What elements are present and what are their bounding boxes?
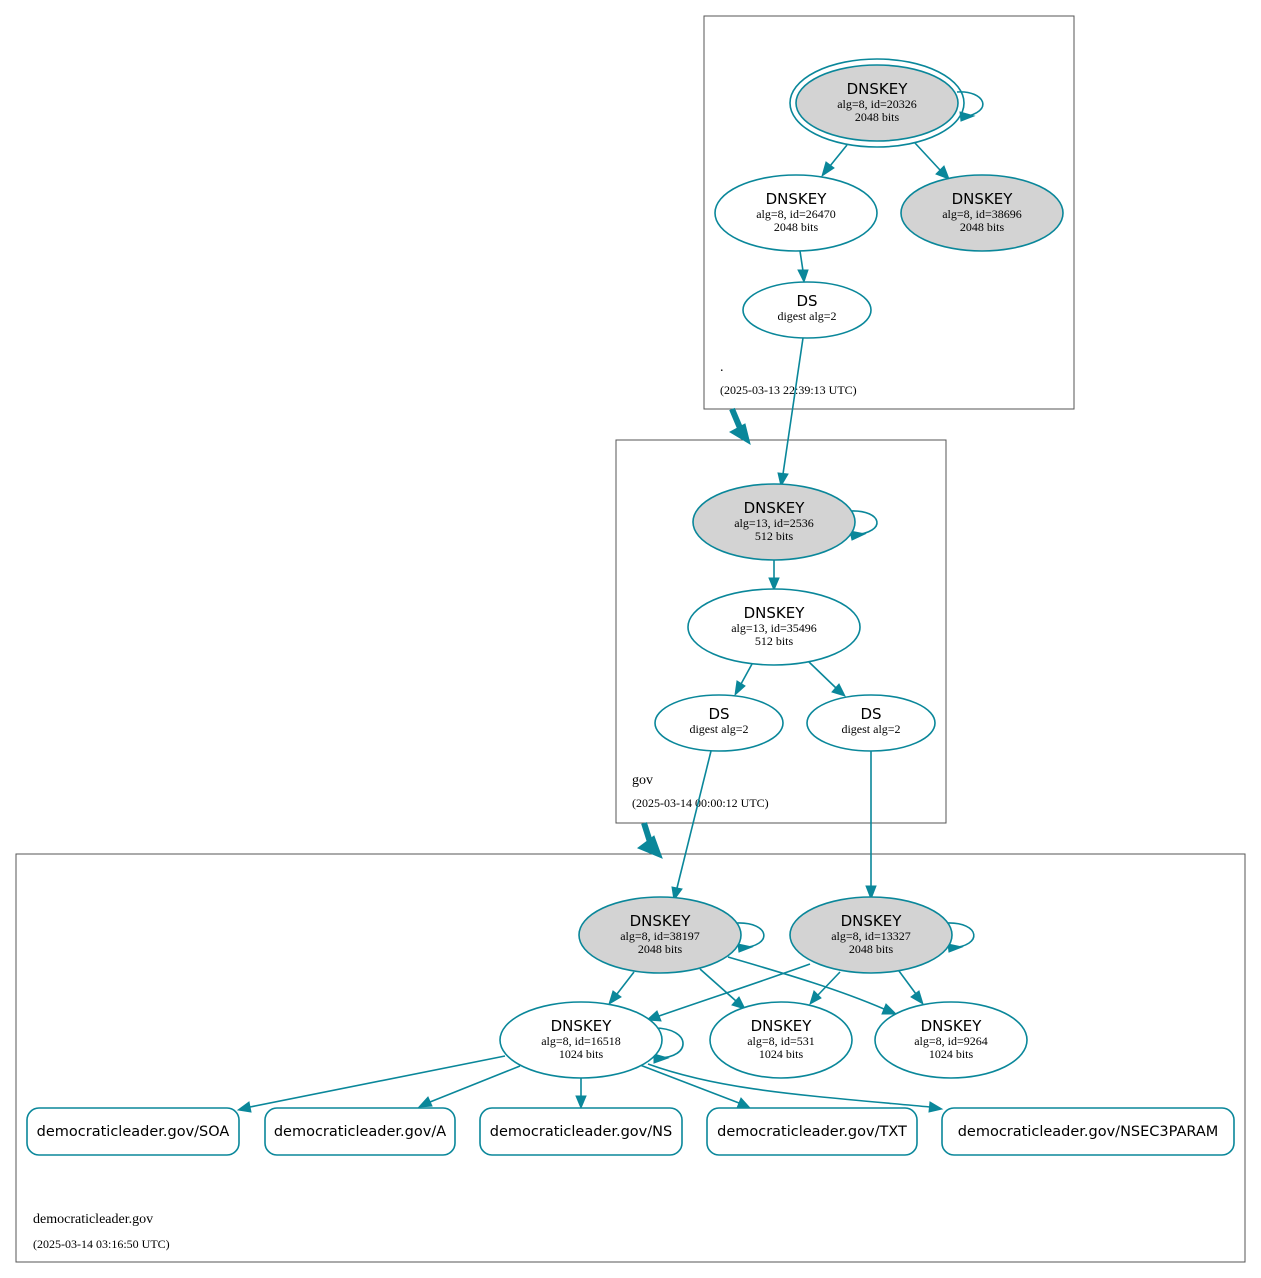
node-line1: digest alg=2 bbox=[689, 722, 748, 736]
record-label: democraticleader.gov/A bbox=[274, 1124, 446, 1140]
record-label: democraticleader.gov/SOA bbox=[37, 1124, 230, 1140]
record-nsec3param[interactable]: democraticleader.gov/NSEC3PARAM bbox=[941, 1107, 1235, 1156]
edge-dl-ksk2-to-zsk2 bbox=[809, 971, 841, 1006]
node-line1: alg=8, id=38197 bbox=[620, 929, 700, 943]
record-label: democraticleader.gov/NS bbox=[490, 1124, 672, 1140]
edge-gov-ds2-to-dl-ksk2 bbox=[865, 751, 877, 901]
edge-gov-zsk-to-ds1 bbox=[734, 663, 753, 697]
node-title: DS bbox=[708, 705, 729, 723]
node-title: DNSKEY bbox=[751, 1017, 813, 1035]
node-title: DNSKEY bbox=[744, 604, 806, 622]
edge-dl-ksk1-to-zsk3 bbox=[727, 956, 898, 1015]
record-ns[interactable]: democraticleader.gov/NS bbox=[479, 1107, 683, 1156]
node-line2: 2048 bits bbox=[960, 220, 1005, 234]
node-line2: 1024 bits bbox=[759, 1047, 804, 1061]
node-line1: alg=13, id=35496 bbox=[731, 621, 817, 635]
node-line1: alg=8, id=38696 bbox=[942, 207, 1022, 221]
node-gov-ds-1[interactable]: DS digest alg=2 bbox=[654, 694, 784, 752]
record-a[interactable]: democraticleader.gov/A bbox=[264, 1107, 456, 1156]
node-line1: alg=8, id=9264 bbox=[914, 1034, 988, 1048]
node-line1: alg=8, id=20326 bbox=[837, 97, 917, 111]
edge-root-zsk-to-ds bbox=[797, 250, 809, 284]
node-line2: 512 bits bbox=[755, 634, 794, 648]
edge-gov-zsk-to-ds2 bbox=[808, 661, 846, 697]
edge-root-ds-to-gov-ksk bbox=[777, 337, 804, 488]
edge-dl-zsk1-to-soa bbox=[236, 1055, 506, 1113]
delegation-arrow-root-gov bbox=[728, 407, 751, 446]
node-gov-ksk-2536[interactable]: DNSKEY alg=13, id=2536 512 bits bbox=[692, 483, 856, 561]
edge-gov-ksk-to-zsk bbox=[768, 560, 780, 592]
edge-dl-zsk1-self bbox=[653, 1027, 684, 1064]
node-dl-zsk-531[interactable]: DNSKEY alg=8, id=531 1024 bits bbox=[709, 1001, 853, 1079]
node-root-ksk-38696[interactable]: DNSKEY alg=8, id=38696 2048 bits bbox=[900, 174, 1064, 252]
edge-root-ksk-to-zsk bbox=[821, 144, 848, 178]
zone-box-democraticleader bbox=[15, 853, 1246, 1263]
node-gov-zsk-35496[interactable]: DNSKEY alg=13, id=35496 512 bits bbox=[687, 588, 861, 666]
node-line2: 2048 bits bbox=[638, 942, 683, 956]
node-line1: digest alg=2 bbox=[777, 309, 836, 323]
edge-dl-ksk1-to-zsk1 bbox=[608, 971, 635, 1006]
zone-box-gov bbox=[615, 439, 947, 824]
zone-timestamp-gov: (2025-03-14 00:00:12 UTC) bbox=[632, 796, 769, 810]
node-line1: alg=8, id=531 bbox=[747, 1034, 815, 1048]
node-title: DNSKEY bbox=[841, 912, 903, 930]
edge-dl-ksk1-self bbox=[736, 922, 765, 953]
zone-box-root bbox=[703, 15, 1075, 410]
node-line2: 1024 bits bbox=[929, 1047, 974, 1061]
record-label: democraticleader.gov/TXT bbox=[717, 1124, 907, 1140]
node-line2: 2048 bits bbox=[855, 110, 900, 124]
node-dl-ksk-38197[interactable]: DNSKEY alg=8, id=38197 2048 bits bbox=[578, 896, 742, 974]
node-line1: alg=13, id=2536 bbox=[734, 516, 814, 530]
node-title: DNSKEY bbox=[744, 499, 806, 517]
record-txt[interactable]: democraticleader.gov/TXT bbox=[706, 1107, 918, 1156]
zone-timestamp-democraticleader: (2025-03-14 03:16:50 UTC) bbox=[33, 1237, 170, 1251]
node-title: DS bbox=[860, 705, 881, 723]
node-title: DNSKEY bbox=[847, 80, 909, 98]
node-dl-zsk-9264[interactable]: DNSKEY alg=8, id=9264 1024 bits bbox=[874, 1001, 1028, 1079]
node-root-zsk-26470[interactable]: DNSKEY alg=8, id=26470 2048 bits bbox=[714, 174, 878, 252]
node-line2: 2048 bits bbox=[774, 220, 819, 234]
node-dl-ksk-13327[interactable]: DNSKEY alg=8, id=13327 2048 bits bbox=[789, 896, 953, 974]
node-line1: alg=8, id=13327 bbox=[831, 929, 911, 943]
node-line1: alg=8, id=16518 bbox=[541, 1034, 621, 1048]
node-gov-ds-2[interactable]: DS digest alg=2 bbox=[806, 694, 936, 752]
zone-name-root: . bbox=[720, 360, 724, 375]
edge-gov-ds1-to-dl-ksk1 bbox=[671, 750, 712, 902]
delegation-arrow-gov-democraticleader bbox=[637, 822, 663, 859]
edge-dl-zsk1-to-nsec3param bbox=[647, 1063, 944, 1113]
node-title: DNSKEY bbox=[766, 190, 828, 208]
node-dl-zsk-16518[interactable]: DNSKEY alg=8, id=16518 1024 bits bbox=[499, 1001, 663, 1079]
record-soa[interactable]: democraticleader.gov/SOA bbox=[26, 1107, 240, 1156]
zone-name-democraticleader: democraticleader.gov bbox=[33, 1212, 153, 1227]
record-label: democraticleader.gov/NSEC3PARAM bbox=[958, 1124, 1219, 1140]
edge-dl-ksk2-to-zsk3 bbox=[898, 970, 924, 1006]
node-line2: 2048 bits bbox=[849, 942, 894, 956]
edge-dl-zsk1-to-a bbox=[417, 1065, 521, 1108]
node-title: DNSKEY bbox=[630, 912, 692, 930]
edge-dl-ksk2-self bbox=[946, 922, 975, 953]
node-line2: 1024 bits bbox=[559, 1047, 604, 1061]
edge-root-ksk-to-ksk2 bbox=[914, 142, 950, 180]
node-root-ksk-20326[interactable]: DNSKEY alg=8, id=20326 2048 bits bbox=[789, 58, 965, 148]
node-line2: 512 bits bbox=[755, 529, 794, 543]
zone-name-gov: gov bbox=[632, 773, 653, 788]
node-title: DS bbox=[796, 292, 817, 310]
node-title: DNSKEY bbox=[952, 190, 1014, 208]
edge-dl-ksk1-to-zsk2 bbox=[699, 968, 746, 1010]
edge-dl-zsk1-to-ns bbox=[575, 1078, 587, 1110]
node-title: DNSKEY bbox=[551, 1017, 613, 1035]
node-root-ds[interactable]: DS digest alg=2 bbox=[742, 281, 872, 339]
node-line1: alg=8, id=26470 bbox=[756, 207, 836, 221]
zone-timestamp-root: (2025-03-13 22:39:13 UTC) bbox=[720, 383, 857, 397]
edge-dl-zsk1-to-txt bbox=[639, 1064, 752, 1109]
node-line1: digest alg=2 bbox=[841, 722, 900, 736]
node-title: DNSKEY bbox=[921, 1017, 983, 1035]
edge-dl-ksk2-to-zsk1 bbox=[645, 963, 811, 1022]
